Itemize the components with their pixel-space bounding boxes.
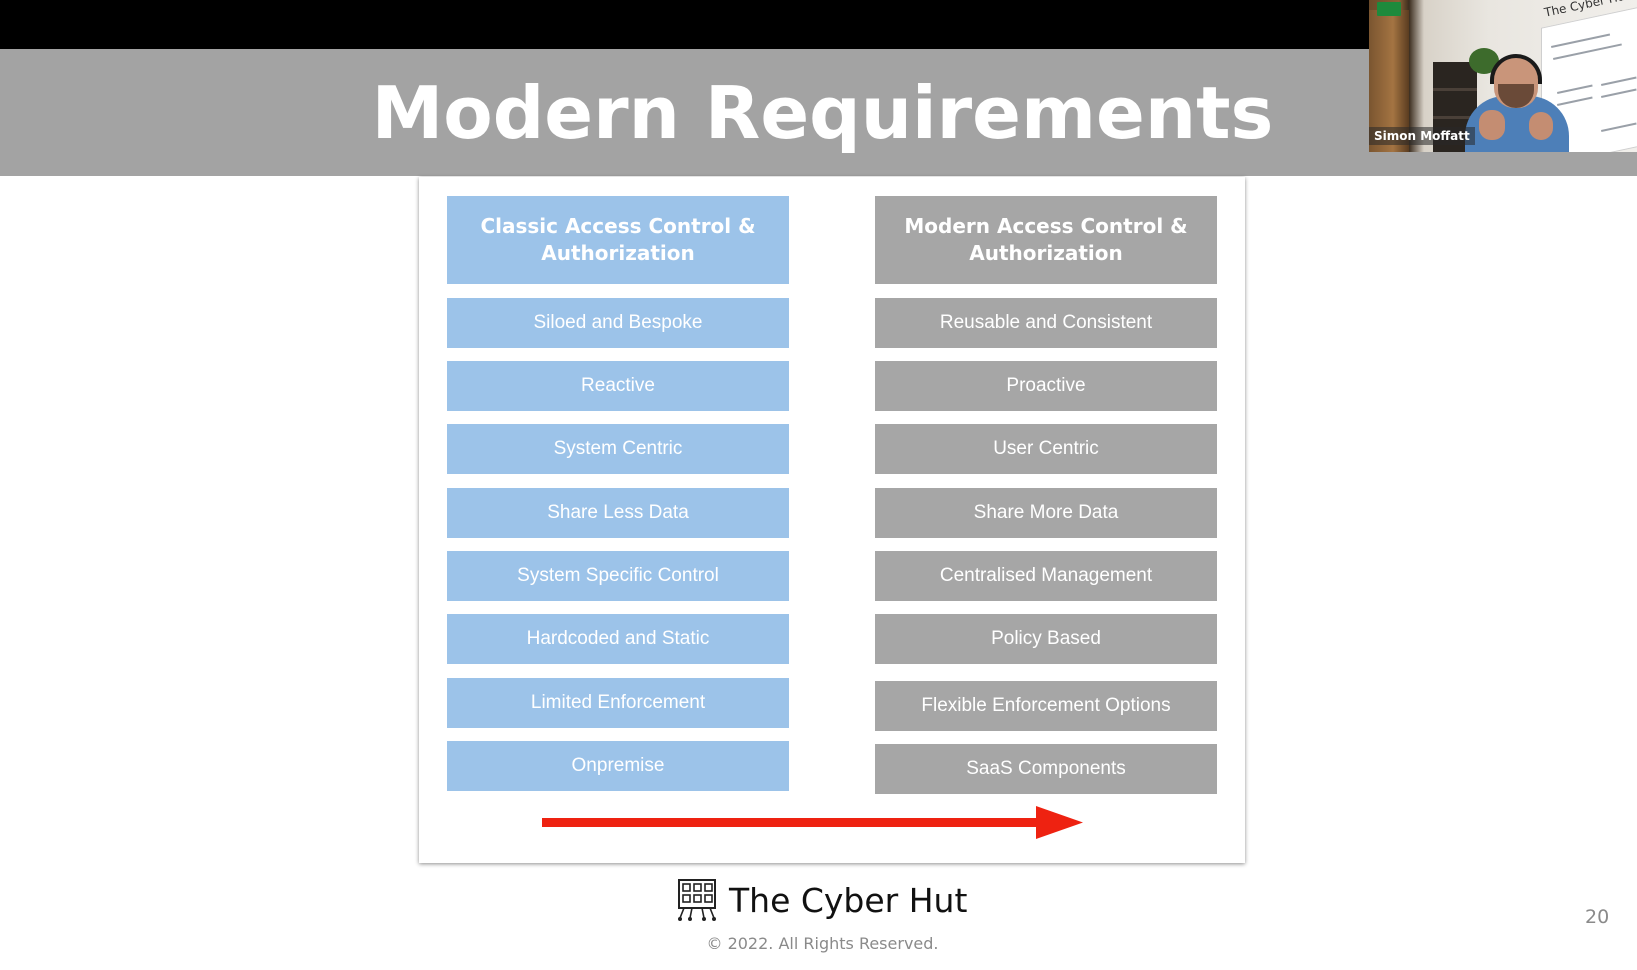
top-black-bar	[0, 0, 1637, 49]
modern-item: Share More Data	[875, 488, 1217, 538]
modern-item: Flexible Enforcement Options	[875, 681, 1217, 731]
slide-page-number: 20	[1585, 906, 1610, 928]
arrow-shaft	[542, 818, 1038, 827]
classic-item: System Centric	[447, 424, 789, 474]
presenter-hand	[1479, 110, 1505, 140]
brand-name: The Cyber Hut	[729, 880, 968, 920]
classic-item: System Specific Control	[447, 551, 789, 601]
webcam-feed[interactable]: The Cyber Hu Simon Moffatt	[1369, 0, 1637, 152]
shelf-divider	[1433, 88, 1477, 91]
classic-item: Reactive	[447, 361, 789, 411]
classic-column-header: Classic Access Control & Authorization	[447, 196, 789, 284]
classic-item: Siloed and Bespoke	[447, 298, 789, 348]
copyright-text: © 2022. All Rights Reserved.	[706, 934, 939, 953]
modern-item: SaaS Components	[875, 744, 1217, 794]
participant-name-label: Simon Moffatt	[1369, 127, 1475, 145]
circuit-board-logo-icon	[678, 879, 716, 921]
slide-title: Modern Requirements	[371, 70, 1274, 155]
title-band	[0, 49, 1637, 176]
modern-item: Proactive	[875, 361, 1217, 411]
headset-icon	[1490, 54, 1542, 84]
shelf-divider	[1433, 116, 1477, 119]
modern-column-header: Modern Access Control & Authorization	[875, 196, 1217, 284]
classic-item: Limited Enforcement	[447, 678, 789, 728]
right-arrow-icon	[542, 806, 1083, 839]
modern-item: User Centric	[875, 424, 1217, 474]
brand: The Cyber Hut	[675, 878, 967, 922]
modern-item: Policy Based	[875, 614, 1217, 664]
presenter-hand	[1529, 112, 1553, 140]
arrow-head	[1036, 806, 1083, 839]
classic-item: Hardcoded and Static	[447, 614, 789, 664]
modern-item: Centralised Management	[875, 551, 1217, 601]
modern-item: Reusable and Consistent	[875, 298, 1217, 348]
classic-item: Onpremise	[447, 741, 789, 791]
exit-sign-icon	[1377, 2, 1401, 16]
classic-item: Share Less Data	[447, 488, 789, 538]
